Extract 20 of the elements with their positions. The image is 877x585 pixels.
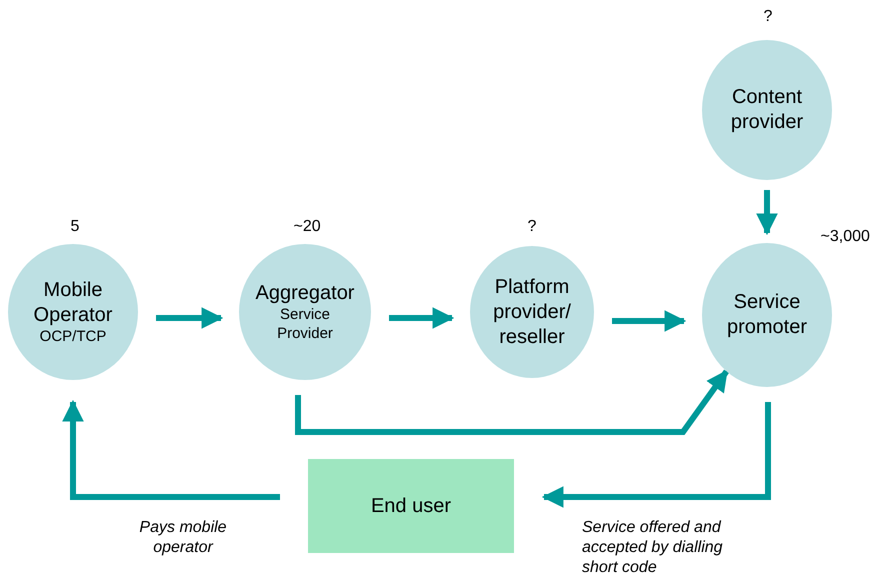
- count-label: 5: [70, 218, 80, 236]
- count-label: ?: [528, 218, 536, 236]
- count-label: ~3,000: [820, 228, 870, 246]
- arrow: [62, 400, 280, 500]
- process-box: [308, 459, 514, 553]
- arrow: [756, 190, 778, 236]
- node-subtitle: OCP/TCP: [38, 328, 108, 346]
- node-title: Service promoter: [726, 290, 808, 340]
- node-title: Mobile Operator: [32, 278, 114, 328]
- node-title: End user: [370, 494, 452, 518]
- count-label: ?: [764, 8, 772, 26]
- node-title: Aggregator: [254, 280, 356, 306]
- count-label: ~20: [294, 218, 321, 236]
- node-title: Platform provider/ reseller: [492, 274, 572, 350]
- arrow: [389, 307, 454, 329]
- arrow: [156, 307, 224, 329]
- node-title: Content provider: [730, 85, 804, 135]
- arrow: [542, 402, 771, 508]
- arrow: [612, 310, 686, 332]
- node-subtitle: Service Provider: [276, 306, 334, 344]
